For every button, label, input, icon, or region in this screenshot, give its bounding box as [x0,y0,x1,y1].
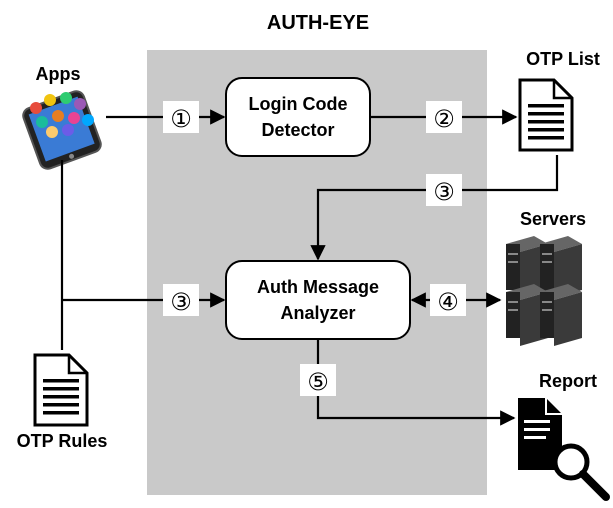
auth-message-analyzer-box [225,260,411,340]
servers-label: Servers [520,209,586,229]
step-5-box [300,364,336,396]
otp-rules-label: OTP Rules [17,431,108,451]
servers-icon [506,236,582,346]
report-magnifier-icon [518,398,610,501]
otp-list-document-icon [518,78,574,152]
report-label: Report [539,371,597,391]
login-code-detector-box [225,77,371,157]
otp-list-label: OTP List [526,49,600,69]
step-3-rules-box [163,284,199,316]
step-1-box [163,101,199,133]
diagram-title: AUTH-EYE [267,12,369,34]
login-code-detector-line1: Login Code [249,94,348,114]
otp-rules-document-icon [33,353,89,427]
step-4-box [430,284,466,316]
step-4-label: ④ [437,288,459,316]
auth-message-analyzer-line2: Analyzer [280,303,355,323]
step-3-otp-label: ③ [433,178,455,206]
step-3-rules-label: ③ [170,288,192,316]
login-code-detector-line2: Detector [261,120,334,140]
step-2-label: ② [433,105,455,133]
step-1-label: ① [170,105,192,133]
apps-icon [22,90,102,170]
step-5-label: ⑤ [307,368,329,396]
step-2-box [426,101,462,133]
apps-label: Apps [36,64,81,84]
auth-message-analyzer-line1: Auth Message [257,277,379,297]
step-3-otp-box [426,174,462,206]
